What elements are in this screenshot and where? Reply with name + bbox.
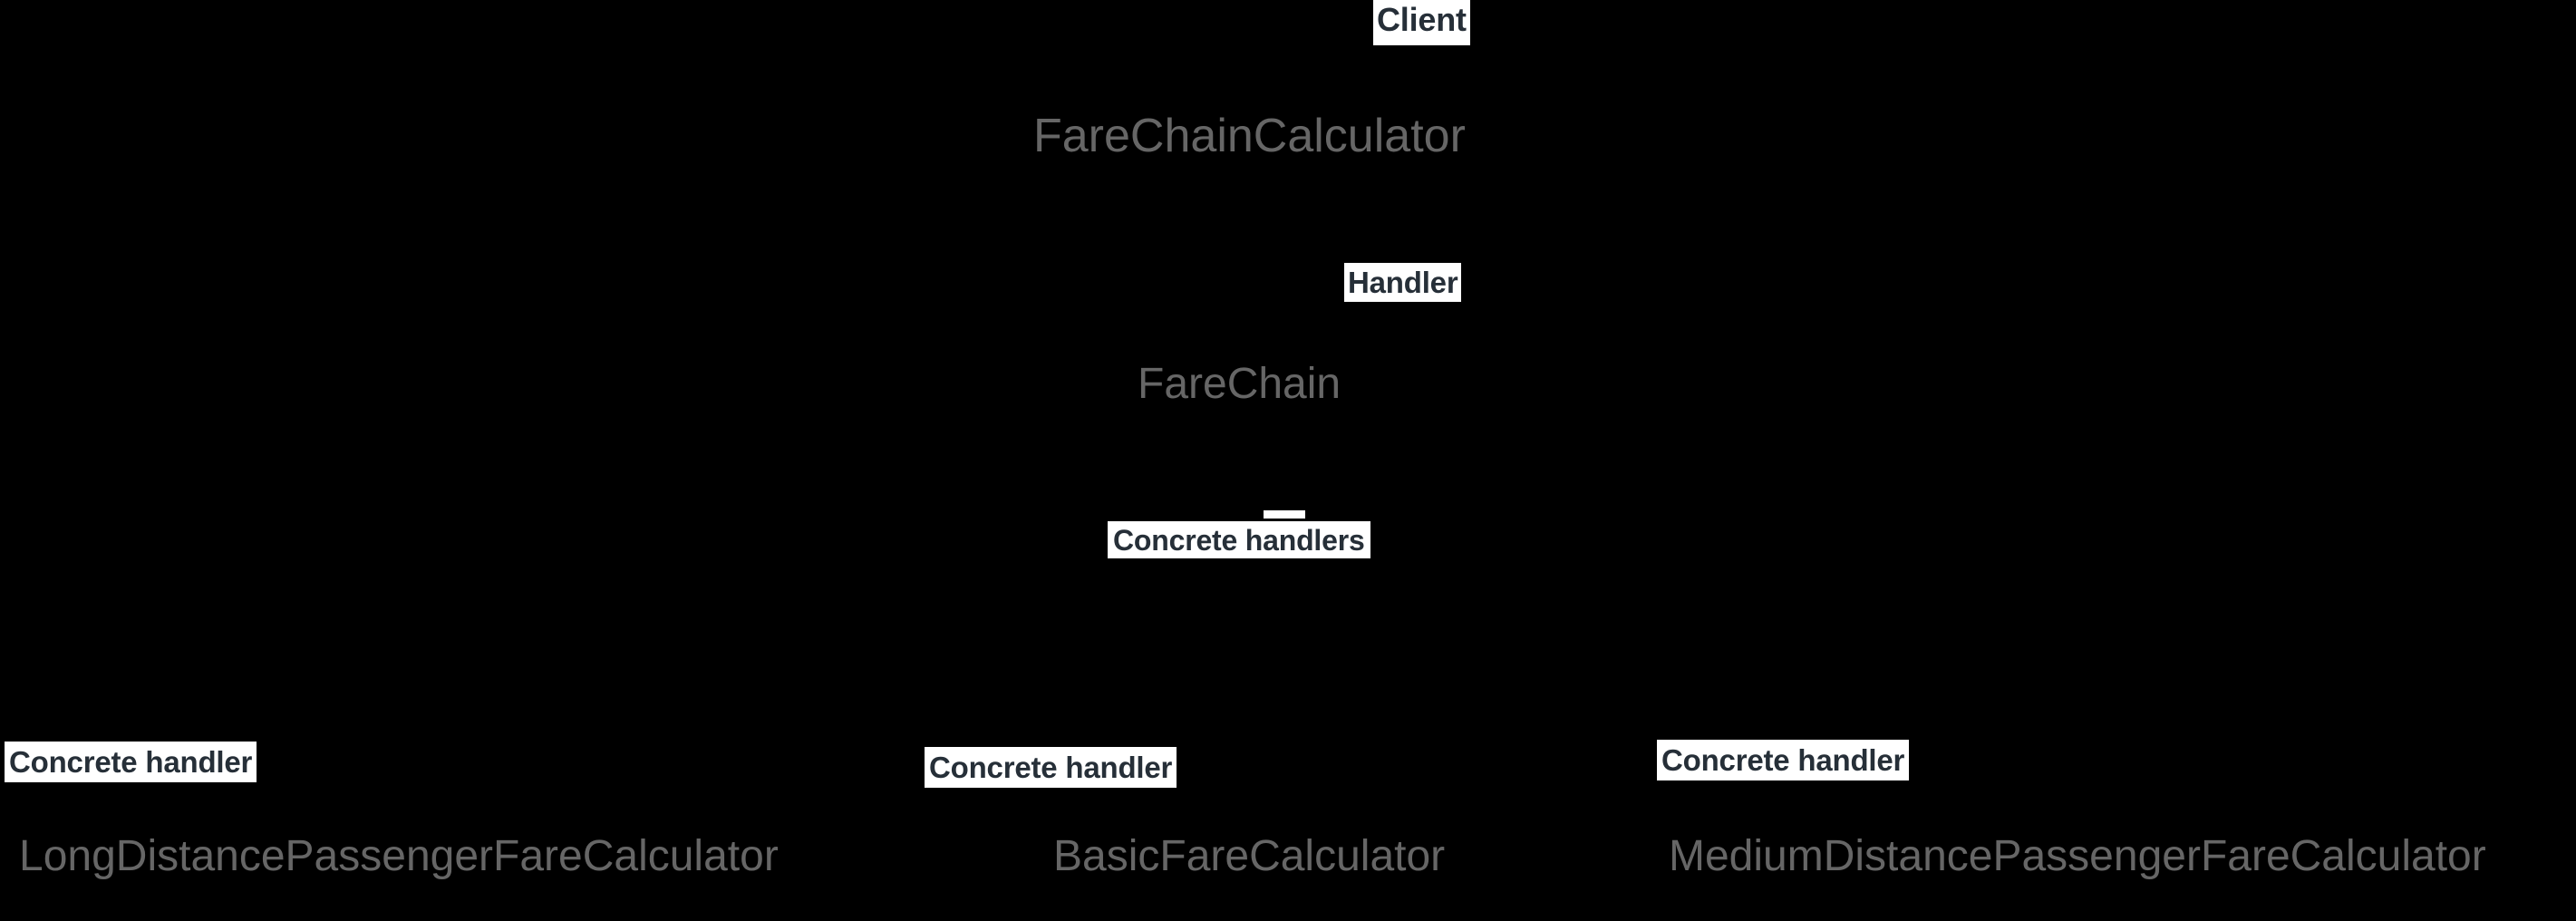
- role-badge-handler: Handler: [1344, 263, 1462, 302]
- node-handler[interactable]: Handler FareChain: [1138, 263, 1591, 444]
- class-name-medium-distance-passenger-fare-calculator[interactable]: MediumDistancePassengerFareCalculator: [1669, 832, 2486, 880]
- role-badge-client: Client: [1373, 0, 1470, 45]
- class-name-basic-fare-calculator[interactable]: BasicFareCalculator: [1053, 832, 1446, 880]
- node-client[interactable]: Client FareChainCalculator: [1033, 0, 1487, 172]
- role-badge-concrete-handler-long-distance: Concrete handler: [5, 742, 257, 782]
- class-name-fare-chain[interactable]: FareChain: [1138, 360, 1341, 408]
- node-long-distance-passenger[interactable]: Concrete handler LongDistancePassengerFa…: [5, 742, 820, 887]
- class-name-fare-chain-calculator[interactable]: FareChainCalculator: [1033, 110, 1466, 162]
- class-name-long-distance-passenger-fare-calculator[interactable]: LongDistancePassengerFareCalculator: [19, 832, 779, 880]
- badge-clipped-fragment: [1264, 510, 1305, 519]
- role-badge-concrete-handlers: Concrete handlers: [1108, 521, 1370, 558]
- node-medium-distance-passenger[interactable]: Concrete handler MediumDistancePassenger…: [1657, 740, 2572, 885]
- node-concrete-handlers-group[interactable]: Concrete handlers: [1108, 508, 1398, 571]
- node-basic-fare[interactable]: Concrete handler BasicFareCalculator: [925, 747, 1559, 892]
- role-badge-concrete-handler-basic: Concrete handler: [925, 747, 1177, 788]
- role-badge-concrete-handler-medium-distance: Concrete handler: [1657, 740, 1910, 780]
